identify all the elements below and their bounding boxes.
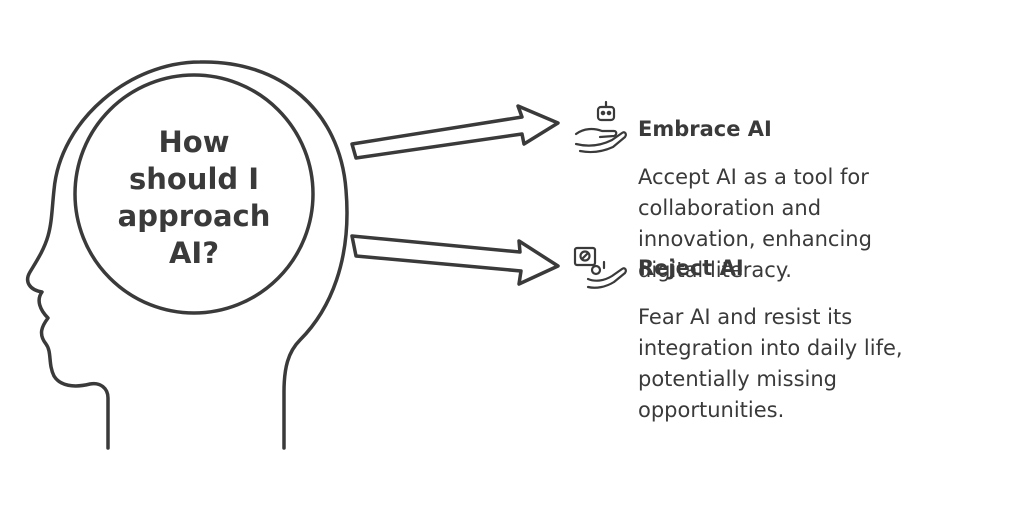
embrace-ai-desc-line-2: collaboration and xyxy=(638,196,822,220)
center-question-line-1: How xyxy=(159,125,230,159)
center-question-line-2: should I xyxy=(129,162,259,196)
embrace-ai-title: Embrace AI xyxy=(638,117,772,141)
reject-ai-desc-line-3: potentially missing xyxy=(638,367,837,391)
embrace-ai-desc-line-1: Accept AI as a tool for xyxy=(638,165,869,189)
reject-ai-title: Reject AI xyxy=(638,256,744,280)
brain-circle xyxy=(73,73,315,315)
reject-ai-desc-line-1: Fear AI and resist its xyxy=(638,305,853,329)
head-silhouette xyxy=(25,60,349,450)
arrow-reject xyxy=(350,234,560,286)
embrace-ai-desc-line-4: digital literacy. xyxy=(638,258,792,282)
arrow-embrace xyxy=(350,104,560,160)
robot-hand-icon xyxy=(574,100,627,154)
reject-hand-icon xyxy=(573,246,627,289)
reject-ai-desc-line-2: integration into daily life, xyxy=(638,336,903,360)
center-question-line-4: AI? xyxy=(169,236,219,270)
reject-ai-desc-line-4: opportunities. xyxy=(638,398,785,422)
center-question-line-3: approach xyxy=(118,199,271,233)
embrace-ai-desc-line-3: innovation, enhancing xyxy=(638,227,872,251)
